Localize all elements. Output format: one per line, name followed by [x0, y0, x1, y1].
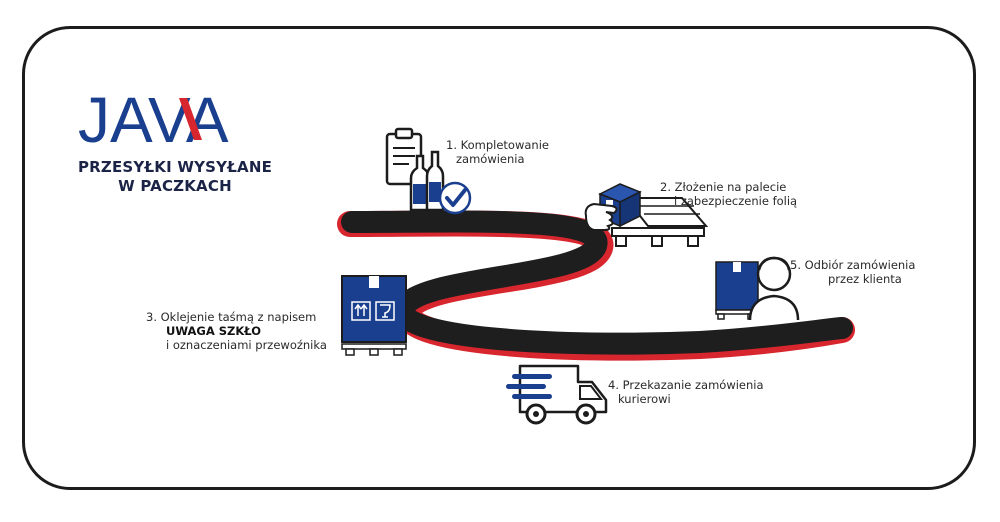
step-4-line-1: 4. Przekazanie zamówienia	[608, 378, 764, 392]
page-title: PRZESYŁKI WYSYŁANE W PACZKACH	[70, 158, 280, 196]
step-5-line-1: 5. Odbiór zamówienia	[790, 258, 916, 272]
fragile-box-pallet-icon	[341, 275, 407, 356]
step-3-line-3: i oznaczeniami przewoźnika	[166, 338, 327, 352]
step-2-line-1: 2. Złożenie na palecie	[660, 180, 787, 194]
step-5-line-2: przez klienta	[828, 272, 902, 286]
step-2-label: 2. Złożenie na palecie i zabezpieczenie …	[660, 180, 797, 208]
step-3-label: 3. Oklejenie taśmą z napisem UWAGA SZKŁO…	[146, 310, 327, 352]
step-5-label: 5. Odbiór zamówienia przez klienta	[790, 258, 915, 286]
step-3-line-2: UWAGA SZKŁO	[166, 324, 262, 338]
java-logo: JAVA	[78, 90, 229, 148]
title-line-2: W PACZKACH	[118, 177, 232, 195]
clipboard-bottles-check-icon	[385, 127, 472, 215]
step-3-line-1: 3. Oklejenie taśmą z napisem	[146, 310, 317, 324]
customer-box-icon	[715, 256, 800, 321]
step-4-label: 4. Przekazanie zamówienia kurierowi	[608, 378, 764, 406]
step-4-line-2: kurierowi	[618, 392, 671, 406]
title-line-1: PRZESYŁKI WYSYŁANE	[77, 158, 273, 176]
delivery-van-icon	[506, 364, 608, 425]
logo-red-stroke	[179, 98, 202, 140]
hand-box-pallet-icon	[584, 183, 708, 247]
step-1-line-1: 1. Kompletowanie	[446, 138, 549, 152]
step-1-label: 1. Kompletowanie zamówienia	[446, 138, 549, 166]
step-2-line-2: i zabezpieczenie folią	[674, 194, 798, 208]
logo-text: JAVA	[78, 90, 229, 148]
step-1-line-2: zamówienia	[456, 152, 525, 166]
